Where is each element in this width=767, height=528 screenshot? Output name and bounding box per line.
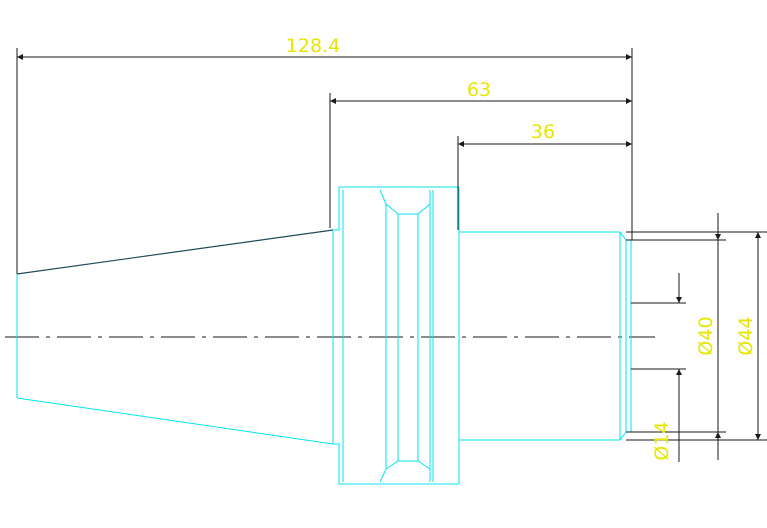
part-outline [16,186,632,485]
flange-step-top [333,187,340,231]
dimension-label-14: Ø14 [651,421,673,460]
v-groove-top [385,203,431,215]
dimension-diameter-44: Ø44 [626,231,767,441]
taper-top-edge [16,229,334,275]
cylinder-chamfer-top [619,231,627,241]
dimension-label-63: 63 [467,79,491,101]
collar-chamfer-top [379,189,387,205]
dimension-diameter-14: Ø14 [631,273,686,462]
dimension-128-4: 128.4 [16,35,633,274]
dimension-63: 63 [329,79,632,228]
cylinder-chamfer-bottom [619,431,627,441]
dimension-label-36: 36 [531,121,555,143]
dimension-label-44: Ø44 [735,316,757,355]
flange-step-bottom [333,443,340,484]
taper-bottom-edge [16,397,334,445]
collar-chamfer-bottom [379,468,387,483]
v-groove-bottom [385,460,431,470]
dimension-36: 36 [457,121,632,230]
dimension-label-128-4: 128.4 [286,35,340,57]
dimension-label-40: Ø40 [695,316,717,355]
dimension-diameter-40: Ø40 [626,213,726,460]
